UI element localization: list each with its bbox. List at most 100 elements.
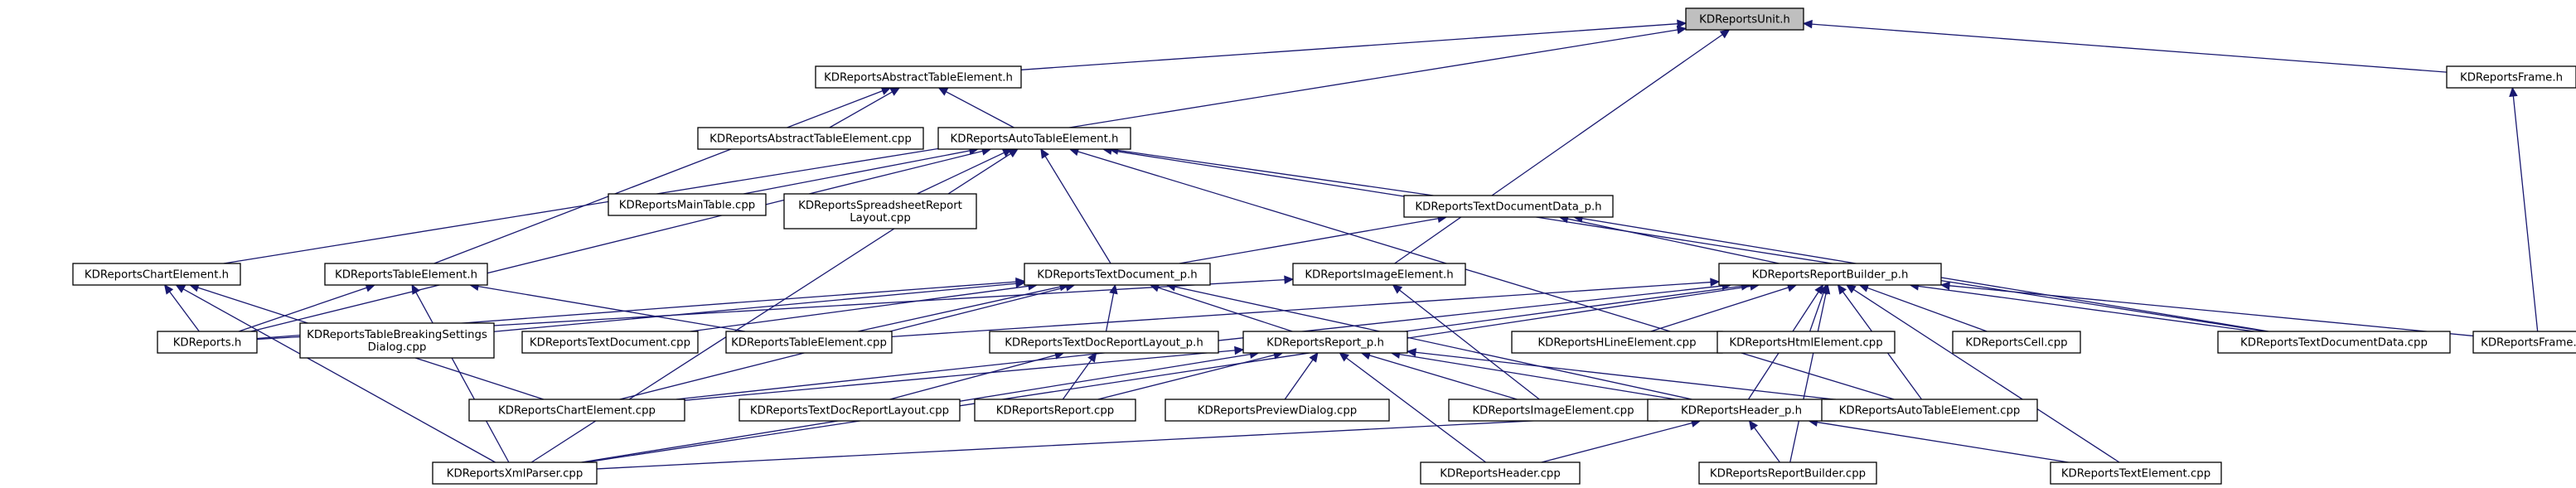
node-label: KDReportsTextDocumentData_p.h [1415,201,1601,214]
dependency-edge [477,286,746,332]
dependency-edge [238,287,367,332]
dependency-edge [1020,23,1678,70]
graph-node-cell[interactable]: KDReportsCell.cpp [1952,331,2081,354]
dependency-edge [1284,359,1314,400]
dependency-edge [1399,353,1676,400]
dependency-edge [1415,351,1834,400]
node-label: KDReportsFrame.cpp [2481,337,2576,350]
node-label: KDReportsAbstractTableElement.h [824,72,1013,85]
graph-node-html[interactable]: KDReportsHtmlElement.cpp [1717,331,1896,354]
node-box [815,65,1022,89]
graph-node-builder-h[interactable]: KDReportsReportBuilder_p.h [1718,263,1942,286]
dependency-edge [250,150,983,332]
graph-node-report-h[interactable]: KDReportsReport_p.h [1242,331,1408,354]
node-box [1448,399,1658,422]
graph-node-table-cpp[interactable]: KDReportsTableElement.cpp [725,331,893,354]
node-label: KDReportsAutoTableElement.cpp [1839,405,2021,418]
arrowhead-icon [1802,19,1813,29]
graph-node-auto-h[interactable]: KDReportsAutoTableElement.h [937,127,1131,150]
graph-node-text-cpp[interactable]: KDReportsTextElement.cpp [2050,461,2222,485]
graph-node-abs-cpp[interactable]: KDReportsAbstractTableElement.cpp [697,127,924,150]
graph-node-auto-cpp[interactable]: KDReportsAutoTableElement.cpp [1821,399,2038,422]
graph-node-tdrl-cpp[interactable]: KDReportsTextDocReportLayout.cpp [738,399,961,422]
node-label: KDReportsReport_p.h [1266,337,1384,350]
arrowhead-icon [1040,147,1049,159]
dependency-edge [169,291,200,332]
node-label: KDReportsSpreadsheetReport [798,200,962,212]
dependency-edge [1399,289,1540,400]
graph-node-image-cpp[interactable]: KDReportsImageElement.cpp [1448,399,1658,422]
node-box [1698,461,1877,485]
graph-node-chart-h[interactable]: KDReportsChartElement.h [72,263,241,286]
dependency-edge [917,152,1005,195]
dependency-edge [1817,421,2069,463]
graph-node-tdrl-h[interactable]: KDReportsTextDocReportLayout_p.h [989,331,1219,354]
graph-node-tdd-h[interactable]: KDReportsTextDocumentData_p.h [1403,195,1614,218]
node-label: KDReportsAutoTableElement.h [951,133,1119,146]
graph-node-report-cpp[interactable]: KDReportsReport.cpp [974,399,1136,422]
node-label: KDReportsTextElement.cpp [2061,468,2210,481]
graph-node-preview[interactable]: KDReportsPreviewDialog.cpp [1165,399,1390,422]
node-label: KDReports.h [173,337,242,350]
graph-node-chart-cpp[interactable]: KDReportsChartElement.cpp [468,399,685,422]
dependency-edge [684,350,1236,401]
arrowhead-icon [411,283,420,295]
dependency-edge [1077,151,1895,400]
graph-node-header-cpp[interactable]: KDReportsHeader.cpp [1420,461,1581,485]
dependency-edge [946,91,1014,128]
graph-node-frame-cpp[interactable]: KDReportsFrame.cpp [2472,331,2576,354]
node-box [783,193,977,230]
graph-node-xml[interactable]: KDReportsXmlParser.cpp [432,461,598,485]
graph-node-abs-h[interactable]: KDReportsAbstractTableElement.h [815,65,1022,89]
node-box [1717,331,1896,354]
node-label: KDReportsXmlParser.cpp [447,468,583,481]
dependency-edge [857,286,1061,332]
graph-node-kdreports-h[interactable]: KDReports.h [157,331,258,354]
node-label: KDReportsTableElement.cpp [731,337,887,350]
arrowhead-icon [1284,275,1295,284]
dependency-edge [1044,156,1111,264]
node-label: KDReportsHeader_p.h [1681,405,1802,418]
dependency-edge [1345,357,1487,463]
node-box [1511,331,1723,354]
arrowhead-icon [1814,283,1824,295]
dependency-edge [585,285,1751,463]
graph-node-unit[interactable]: KDReportsUnit.h [1685,7,1804,31]
graph-node-hline[interactable]: KDReportsHLineElement.cpp [1511,331,1723,354]
node-label: KDReportsAbstractTableElement.cpp [709,133,912,146]
node-label: KDReportsTableElement.h [335,269,477,282]
dependency-edge [690,285,1029,332]
node-label: KDReportsReportBuilder.cpp [1710,468,1866,481]
graph-node-td-h[interactable]: KDReportsTextDocument_p.h [1024,263,1211,286]
arrowhead-icon [1677,19,1687,28]
graph-node-builder-cpp[interactable]: KDReportsReportBuilder.cpp [1698,461,1877,485]
dependency-edge [1117,149,1434,196]
node-box [2217,331,2451,354]
node-box [324,263,488,286]
node-box [937,127,1131,150]
node-label: KDReportsTableBreakingSettings [307,329,487,341]
arrowhead-icon [1087,352,1097,363]
node-box [697,127,924,150]
graph-node-tdd-cpp[interactable]: KDReportsTextDocumentData.cpp [2217,331,2451,354]
graph-node-header-h[interactable]: KDReportsHeader_p.h [1647,399,1836,422]
graph-node-td-cpp[interactable]: KDReportsTextDocument.cpp [521,331,699,354]
dependency-edge [1097,354,1275,400]
arrowhead-icon [1939,281,1950,291]
dependency-edge [1368,355,1518,400]
arrowhead-icon [1821,283,1831,295]
dependency-edge [1650,287,1789,332]
node-label: KDReportsTextDocument_p.h [1037,269,1198,282]
graph-node-maintable[interactable]: KDReportsMainTable.cpp [608,193,767,216]
graph-node-table-h[interactable]: KDReportsTableElement.h [324,263,488,286]
node-label: KDReportsHtmlElement.cpp [1729,337,1882,350]
dependency-edge [1062,359,1092,400]
arrowhead-icon [1710,278,1721,287]
node-box [157,331,258,354]
node-label: KDReportsHeader.cpp [1440,468,1561,481]
graph-node-image-h[interactable]: KDReportsImageElement.h [1292,263,1466,286]
graph-node-frame-h[interactable]: KDReportsFrame.h [2446,65,2576,89]
